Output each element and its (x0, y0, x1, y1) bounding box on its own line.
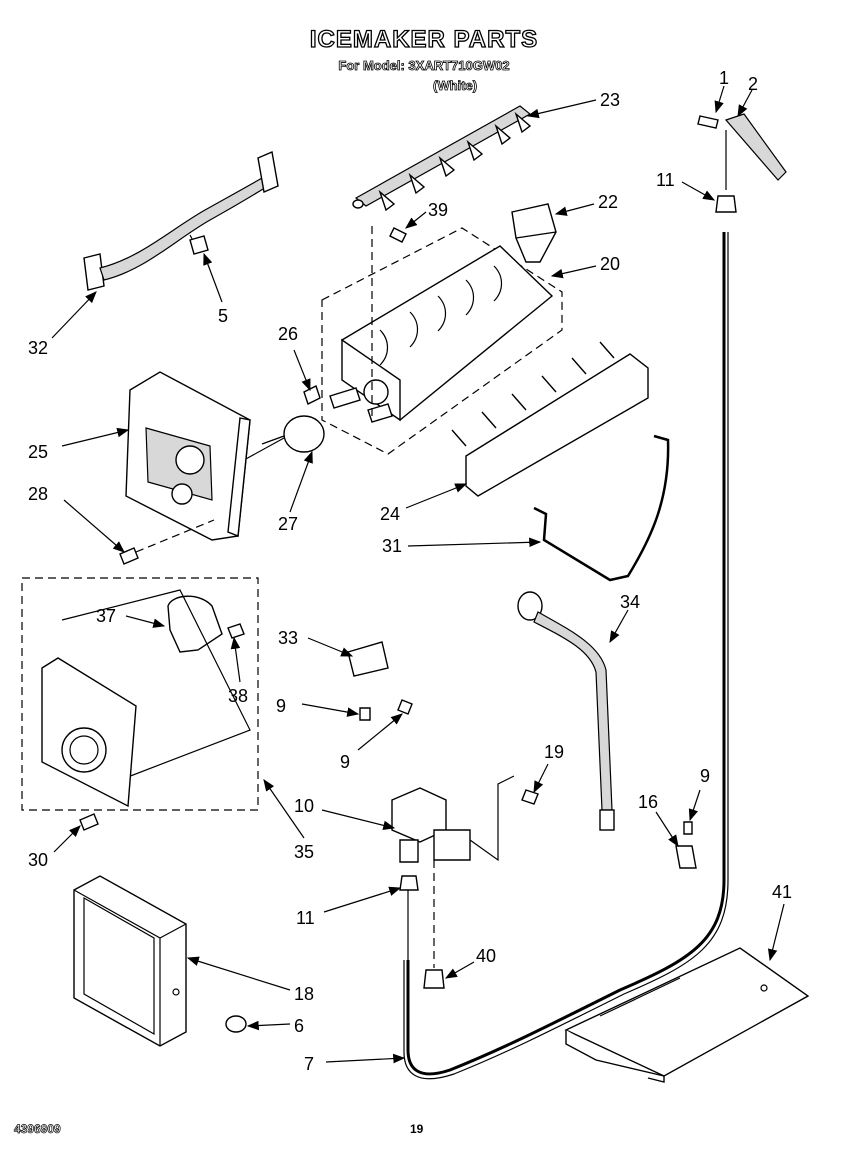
callout-26: 26 (278, 324, 298, 344)
callout-19: 19 (544, 742, 564, 762)
part-25-control-housing (125, 371, 251, 541)
callout-9c: 9 (700, 766, 710, 786)
part-39-screw (389, 227, 407, 243)
callout-9a: 9 (276, 696, 286, 716)
part-31-bail-arm (533, 434, 670, 582)
callout-30: 30 (28, 850, 48, 870)
part-18-cover (73, 875, 187, 1047)
part-20-mold (329, 226, 554, 423)
part-40-nut (423, 860, 445, 989)
part-34-fill-tube (517, 591, 615, 831)
callout-11b: 11 (296, 908, 315, 928)
part-9-screws (359, 699, 693, 835)
callout-37: 37 (96, 606, 116, 626)
part-35-dashed-box (21, 577, 259, 811)
callout-32: 32 (28, 338, 48, 358)
part-19-screw (521, 789, 539, 805)
part-37-motor (61, 589, 251, 781)
part-38-screw (227, 623, 245, 639)
callout-7: 7 (304, 1054, 314, 1074)
callout-35: 35 (294, 842, 314, 862)
part-11-nut (399, 195, 737, 891)
callout-16: 16 (638, 792, 658, 812)
leader-lines (51, 85, 785, 1064)
document-number: 4396909 (14, 1122, 61, 1137)
callout-39: 39 (428, 200, 448, 220)
callout-6: 6 (294, 1016, 304, 1036)
callout-2: 2 (748, 74, 758, 94)
callout-5: 5 (218, 306, 228, 326)
model-line: For Model: 3XART710GW02 (338, 58, 510, 74)
callout-labels: 1 2 5 6 7 9 9 9 9 10 11 11 16 18 19 20 2… (28, 68, 792, 1074)
page-title: ICEMAKER PARTS (309, 25, 539, 53)
callout-10: 10 (294, 796, 314, 816)
callout-27: 27 (278, 514, 298, 534)
color-line: (White) (433, 78, 478, 94)
callout-40: 40 (476, 946, 496, 966)
part-41-panel (564, 947, 810, 1083)
part-10-water-valve (391, 775, 515, 863)
callout-18: 18 (294, 984, 314, 1004)
part-6-plug (225, 1015, 247, 1033)
mold-dashed-box (321, 227, 563, 455)
part-23-ejector (352, 105, 532, 212)
part-32-wire-harness (83, 151, 279, 291)
part-5-clip (189, 235, 209, 255)
callout-33: 33 (278, 628, 298, 648)
callout-25: 25 (28, 442, 48, 462)
part-30-control-base (41, 657, 137, 831)
callout-11a: 11 (656, 170, 675, 190)
callout-20: 20 (600, 254, 620, 274)
callout-1: 1 (719, 68, 729, 88)
part-24-strip (451, 341, 649, 497)
callout-34: 34 (620, 592, 640, 612)
part-1-screw (697, 115, 719, 129)
part-28-screw (119, 519, 215, 565)
part-16-clamp (675, 845, 697, 869)
part-2-tube-end (724, 113, 787, 190)
part-7-water-line (403, 232, 729, 1080)
callout-9b: 9 (340, 752, 350, 772)
callout-28: 28 (28, 484, 48, 504)
callout-38: 38 (228, 686, 248, 706)
callout-23: 23 (600, 90, 620, 110)
part-26-clip (303, 385, 321, 405)
page-number: 19 (410, 1122, 424, 1136)
callout-41: 41 (772, 882, 792, 902)
part-22-fill-cup (511, 203, 557, 263)
callout-31: 31 (382, 536, 402, 556)
callout-24: 24 (380, 504, 400, 524)
callout-22: 22 (598, 192, 618, 212)
part-33-bracket (347, 641, 389, 677)
